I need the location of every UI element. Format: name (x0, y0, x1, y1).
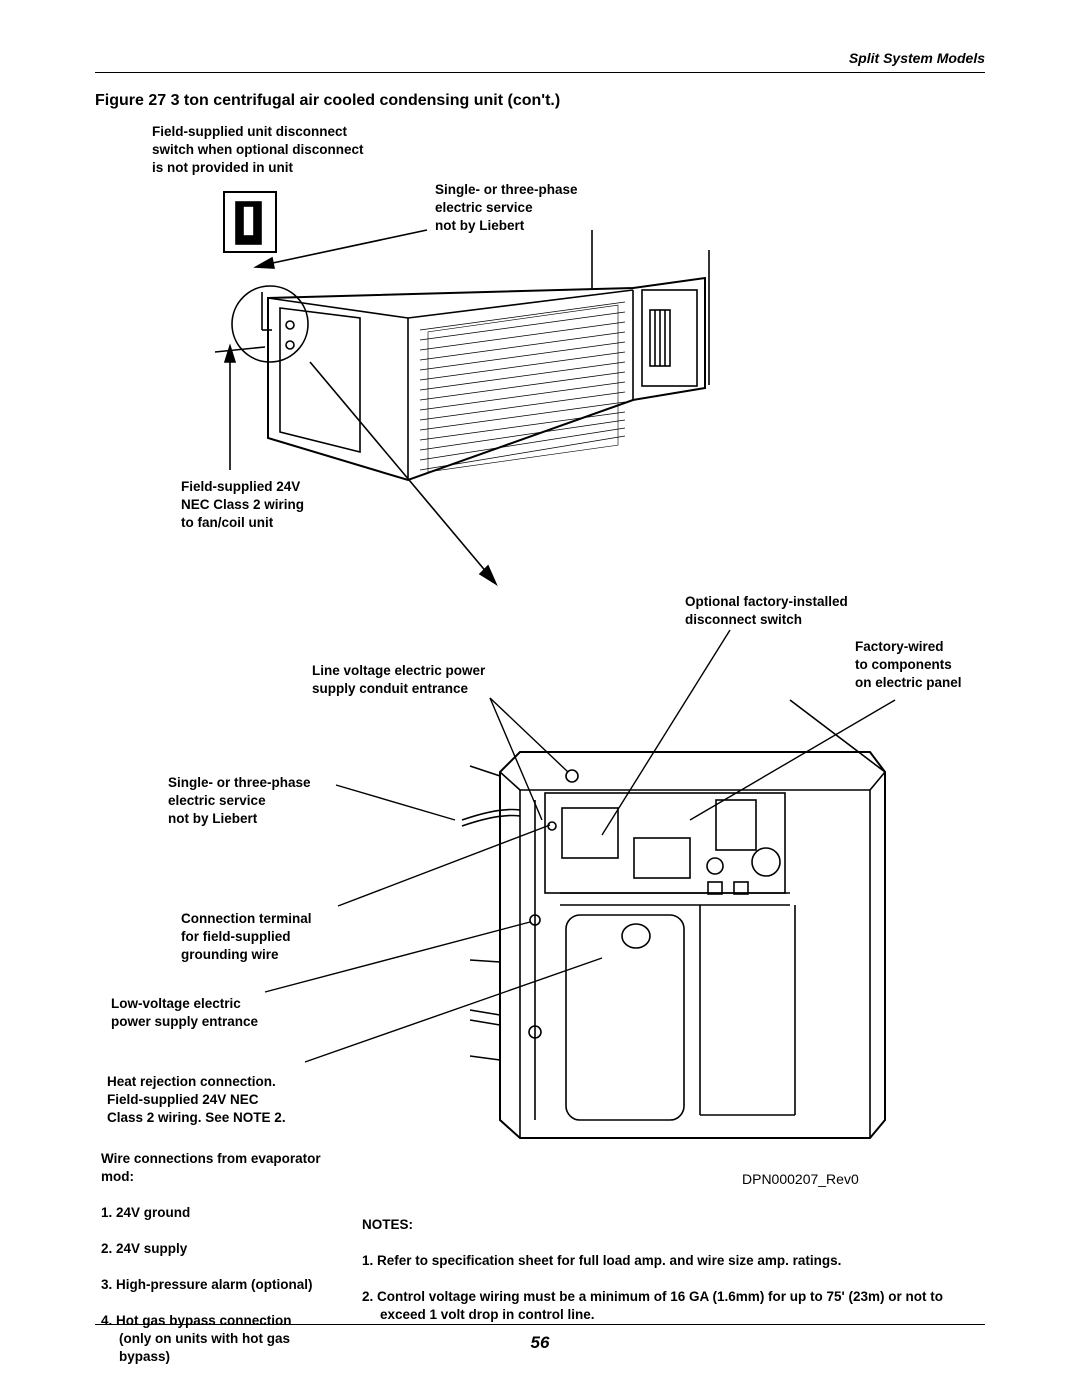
list-item: 1. Refer to specification sheet for full… (362, 1253, 842, 1268)
wire-connections-list: 1. 24V ground 2. 24V supply 3. High-pres… (101, 1186, 313, 1384)
notes-heading: NOTES: (362, 1217, 414, 1232)
header-rule (95, 72, 985, 73)
footer-rule (95, 1324, 985, 1325)
label-connection-terminal: Connection terminal for field-supplied g… (181, 911, 312, 962)
page-number: 56 (530, 1333, 550, 1352)
list-item: 1. 24V ground (101, 1205, 191, 1220)
list-item: 3. High-pressure alarm (optional) (101, 1277, 313, 1292)
drawing-number: DPN000207_Rev0 (742, 1171, 859, 1187)
label-field-24v: Field-supplied 24V NEC Class 2 wiring to… (181, 479, 305, 530)
label-unit-disconnect: Field-supplied unit disconnect switch wh… (152, 124, 364, 175)
figure-title: Figure 27 3 ton centrifugal air cooled c… (95, 92, 561, 109)
label-heat-rejection: Heat rejection connection. Field-supplie… (107, 1074, 286, 1125)
condensing-unit-top-view (231, 230, 710, 482)
label-optional-disconnect: Optional factory-installed disconnect sw… (685, 594, 848, 627)
label-factory-wired: Factory-wired to components on electric … (855, 639, 962, 690)
wire-connections-heading: Wire connections from evaporator mod: (101, 1151, 321, 1184)
disconnect-switch-icon (223, 191, 277, 253)
label-low-voltage: Low-voltage electric power supply entran… (111, 996, 259, 1029)
label-electric-service-top: Single- or three-phase electric service … (435, 182, 578, 233)
list-item: 2. Control voltage wiring must be a mini… (362, 1289, 944, 1322)
label-electric-service-bottom: Single- or three-phase electric service … (168, 775, 311, 826)
list-item: 2. 24V supply (101, 1241, 188, 1256)
label-line-voltage: Line voltage electric power supply condu… (312, 663, 486, 696)
notes-list: 1. Refer to specification sheet for full… (362, 1234, 992, 1342)
condensing-unit-open-view (461, 699, 886, 1139)
section-header: Split System Models (848, 50, 985, 66)
